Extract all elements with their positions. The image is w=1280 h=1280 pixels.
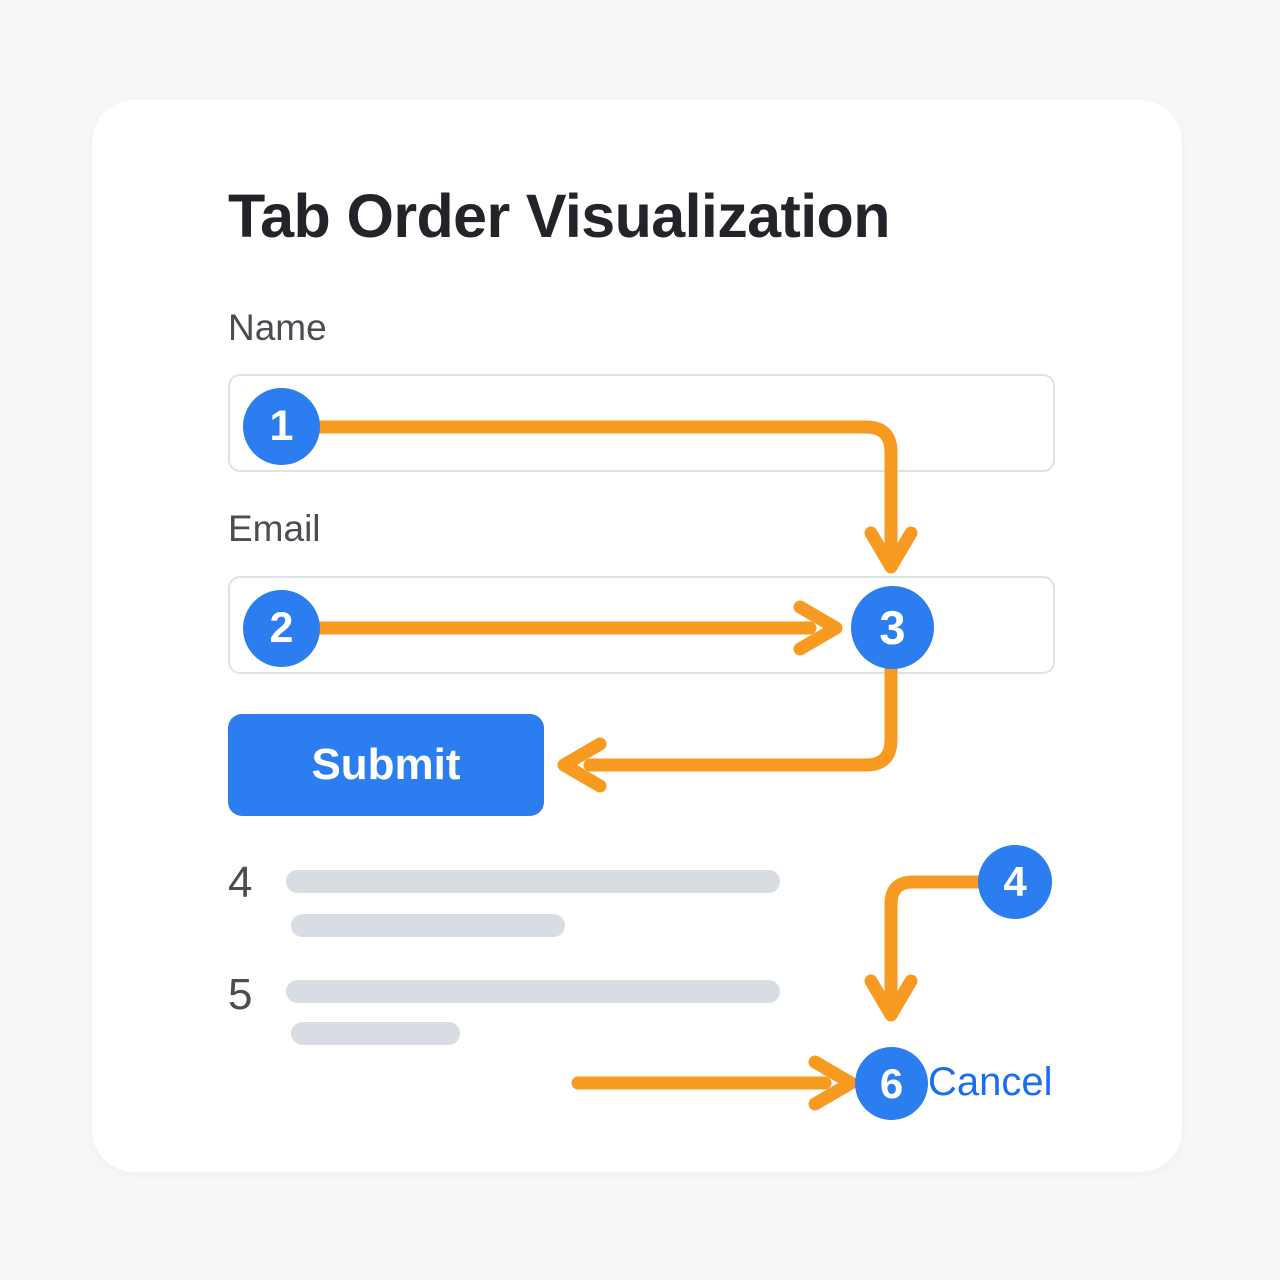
submit-button[interactable]: Submit (228, 714, 544, 816)
page-title: Tab Order Visualization (228, 182, 890, 250)
email-field-label: Email (228, 508, 321, 549)
cancel-link[interactable]: Cancel (928, 1060, 1053, 1104)
skeleton-bar (286, 980, 780, 1003)
tab-badge-3[interactable]: 3 (851, 586, 934, 669)
name-input[interactable] (228, 374, 1055, 472)
tab-badge-2[interactable]: 2 (243, 590, 320, 667)
list-row-number-5: 5 (228, 970, 253, 1019)
tab-badge-4[interactable]: 4 (978, 845, 1052, 919)
tab-badge-1[interactable]: 1 (243, 388, 320, 465)
name-field-label: Name (228, 307, 327, 348)
tab-badge-6[interactable]: 6 (855, 1047, 928, 1120)
list-row-number-4: 4 (228, 858, 253, 907)
skeleton-bar (291, 1022, 460, 1045)
skeleton-bar (286, 870, 780, 893)
skeleton-bar (291, 914, 565, 937)
